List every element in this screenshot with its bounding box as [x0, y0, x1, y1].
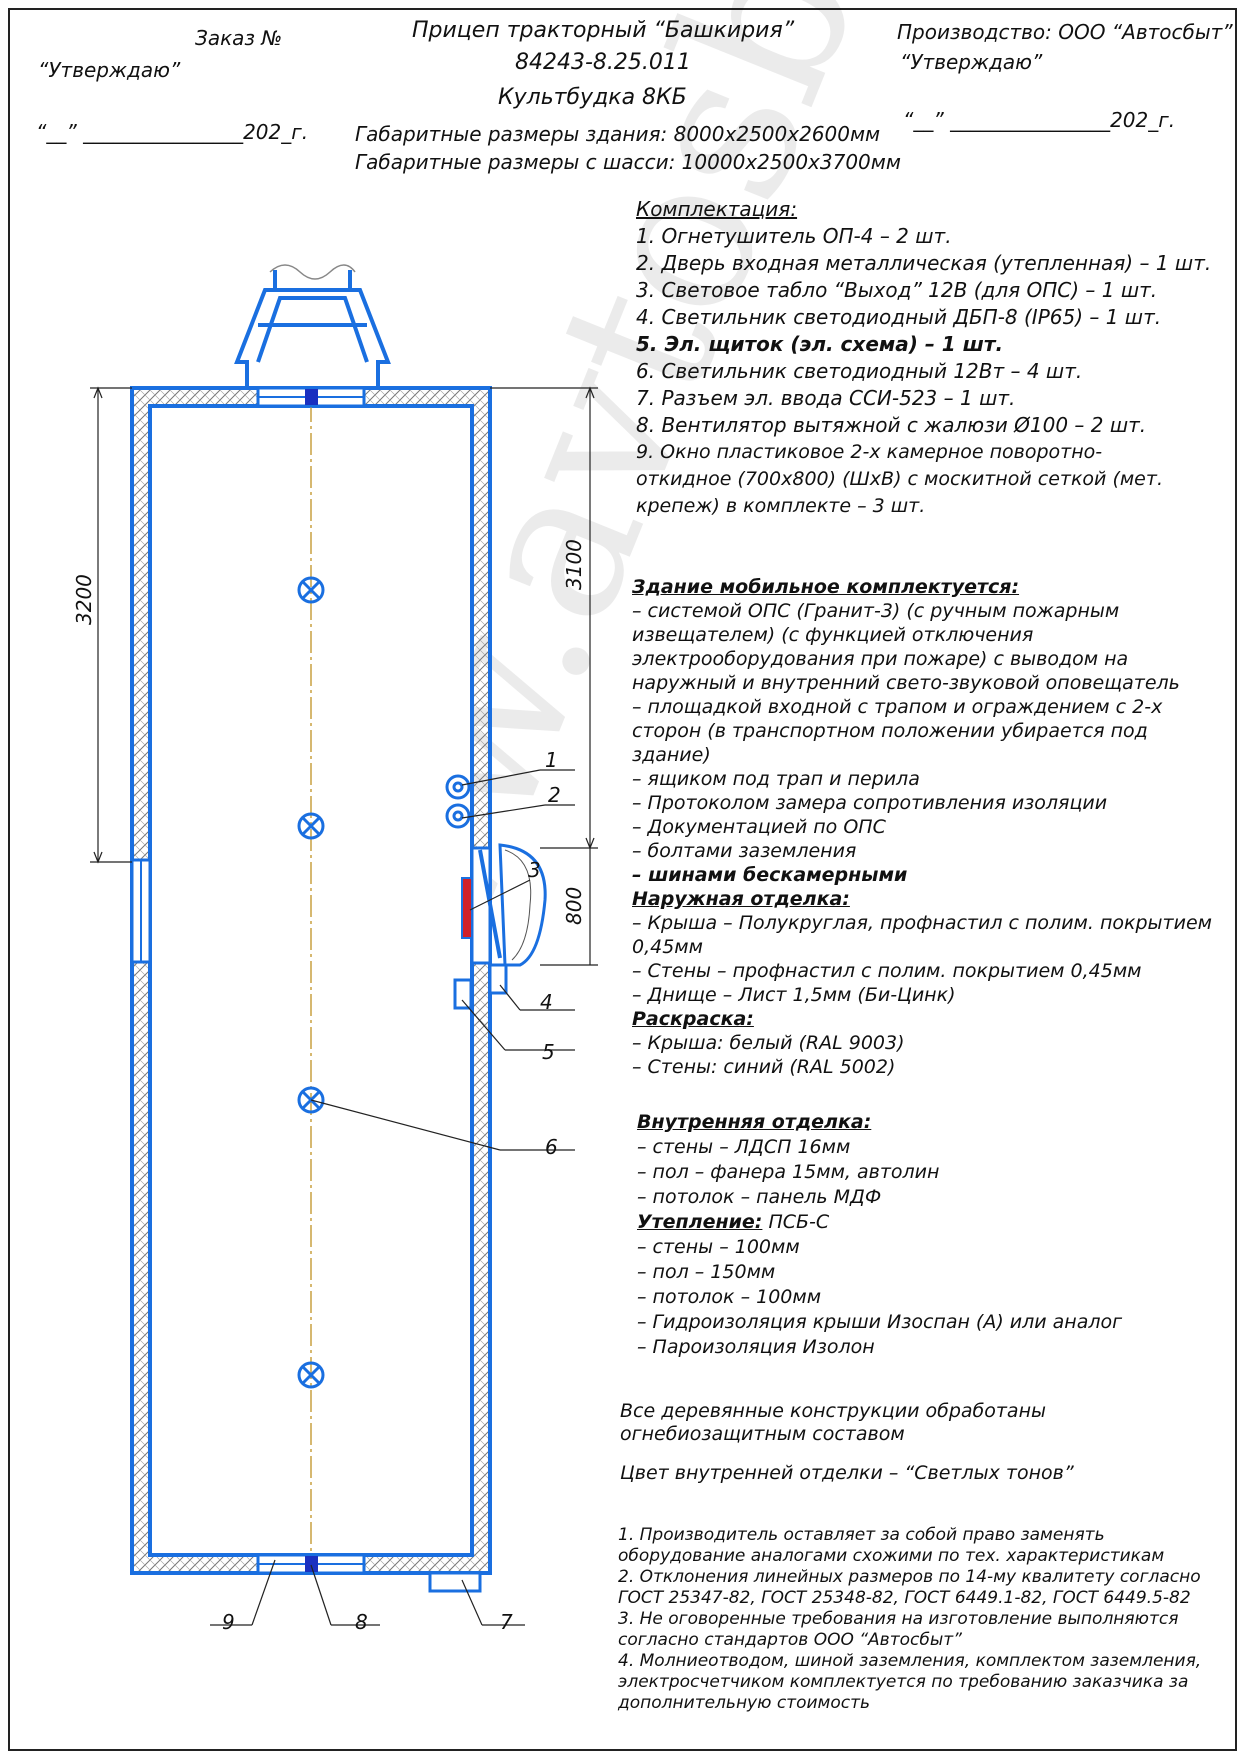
- interior-item: – стены – ЛДСП 16мм: [637, 1136, 851, 1158]
- callout-1: 1: [545, 748, 558, 772]
- callout-2: 2: [548, 783, 561, 807]
- exit-sign: [461, 877, 473, 939]
- building-item: – ящиком под трап и перила: [632, 768, 920, 790]
- building-item: – Документацией по ОПС: [632, 816, 886, 838]
- drawbar: [234, 270, 391, 388]
- drawbar-break: [269, 264, 356, 280]
- insulation-item: – Гидроизоляция крыши Изоспан (А) или ан…: [637, 1311, 1123, 1333]
- lamp-icon: [297, 812, 325, 840]
- interior-item: – пол – фанера 15мм, автолин: [637, 1161, 940, 1183]
- exterior-item: – Стены – профнастил с полим. покрытием …: [632, 960, 1142, 982]
- remark-wood: Все деревянные конструкции обработаны ог…: [620, 1400, 1046, 1445]
- dimension-door: 800: [562, 886, 586, 925]
- callout-9: 9: [222, 1610, 235, 1634]
- note-item: 2. Отклонения линейных размеров по 14-му…: [618, 1567, 1201, 1608]
- note-item: 1. Производитель оставляет за собой прав…: [618, 1525, 1165, 1566]
- dims-chassis: Габаритные размеры с шасси: 10000x2500x3…: [355, 150, 901, 174]
- equipment-item: 9. Окно пластиковое 2-х камерное поворот…: [636, 441, 1163, 517]
- interior-list: Внутренняя отделка: – стены – ЛДСП 16мм …: [637, 1110, 1157, 1360]
- date-right: “__” ________________202_г.: [903, 108, 1176, 132]
- insulation-item: – пол – 150мм: [637, 1261, 776, 1283]
- building-item: – болтами заземления: [632, 840, 857, 862]
- leader-lines: [210, 769, 575, 1626]
- extinguisher-icon: [445, 774, 471, 829]
- exterior-heading: Наружная отделка:: [632, 888, 850, 910]
- building-item: – площадкой входной с трапом и ограждени…: [632, 696, 1163, 766]
- building-list: Здание мобильное комплектуется: – систем…: [632, 575, 1232, 1079]
- callout-4: 4: [540, 990, 553, 1014]
- building-heading: Здание мобильное комплектуется:: [632, 576, 1020, 598]
- equipment-item: 4. Светильник светодиодный ДБП-8 (IP65) …: [636, 305, 1162, 329]
- vent-bottom: [305, 1556, 318, 1572]
- window-left: [130, 858, 152, 964]
- insulation-item: – потолок – 100мм: [637, 1286, 822, 1308]
- lamp-icon: [297, 1361, 325, 1389]
- interior-heading: Внутренняя отделка:: [637, 1111, 872, 1133]
- equipment-item: 5. Эл. щиток (эл. схема) – 1 шт.: [636, 332, 1004, 356]
- note-item: 4. Молниеотводом, шиной заземления, комп…: [618, 1651, 1202, 1713]
- remark-color: Цвет внутренней отделки – “Светлых тонов…: [620, 1462, 1074, 1484]
- building-item: – Протоколом замера сопротивления изоляц…: [632, 792, 1108, 814]
- title-line1: Прицеп тракторный “Башкирия”: [412, 18, 795, 43]
- title-line3: Культбудка 8КБ: [498, 85, 687, 110]
- callout-5: 5: [542, 1040, 555, 1064]
- equipment-list: Комплектация: 1. Огнетушитель ОП-4 – 2 ш…: [636, 196, 1212, 520]
- equipment-item: 6. Светильник светодиодный 12Вт – 4 шт.: [636, 359, 1083, 383]
- order-label: Заказ №: [195, 26, 283, 50]
- drawing-frame: [8, 8, 1237, 1751]
- insulation-item: – Пароизоляция Изолон: [637, 1336, 875, 1358]
- paint-heading: Раскраска:: [632, 1008, 754, 1030]
- paint-item: – Крыша: белый (RAL 9003): [632, 1032, 905, 1054]
- callout-6: 6: [545, 1135, 558, 1159]
- equipment-item: 8. Вентилятор вытяжной с жалюзи Ø100 – 2…: [636, 413, 1147, 437]
- insulation-material: ПСБ-С: [762, 1211, 830, 1233]
- dimension-left: 3200: [72, 574, 96, 625]
- insulation-heading: Утепление:: [637, 1211, 763, 1233]
- equipment-item: 1. Огнетушитель ОП-4 – 2 шт.: [636, 224, 952, 248]
- approve-left: “Утверждаю”: [38, 58, 181, 82]
- date-left: “__” ________________202_г.: [36, 120, 309, 144]
- building-item: – системой ОПС (Гранит-3) (с ручным пожа…: [632, 600, 1180, 694]
- equipment-item: 2. Дверь входная металлическая (утепленн…: [636, 251, 1212, 275]
- dimension-lines: [90, 386, 598, 966]
- equipment-item: 7. Разъем эл. ввода ССИ-523 – 1 шт.: [636, 386, 1016, 410]
- callout-7: 7: [500, 1610, 513, 1634]
- paint-item: – Стены: синий (RAL 5002): [632, 1056, 896, 1078]
- dimension-right: 3100: [562, 539, 586, 590]
- insulation-item: – стены – 100мм: [637, 1236, 800, 1258]
- notes: 1. Производитель оставляет за собой прав…: [618, 1525, 1218, 1714]
- note-item: 3. Не оговоренные требования на изготовл…: [618, 1609, 1179, 1650]
- callout-3: 3: [528, 858, 541, 882]
- title-line2: 84243-8.25.011: [515, 50, 691, 75]
- electric-panel: [453, 978, 473, 1010]
- entrance-door: [470, 843, 547, 967]
- dims-building: Габаритные размеры здания: 8000x2500x260…: [355, 122, 881, 146]
- exterior-item: – Днище – Лист 1,5мм (Би-Цинк): [632, 984, 956, 1006]
- vent-top: [305, 389, 318, 405]
- equipment-item: 3. Световое табло “Выход” 12В (для ОПС) …: [636, 278, 1158, 302]
- approve-right: “Утверждаю”: [900, 50, 1043, 74]
- lamp-icon: [297, 576, 325, 604]
- equipment-heading: Комплектация:: [636, 197, 798, 221]
- producer: Производство: ООО “Автосбыт”: [897, 20, 1233, 44]
- building-item: – шинами бескамерными: [632, 864, 908, 886]
- callout-8: 8: [355, 1610, 368, 1634]
- exterior-item: – Крыша – Полукруглая, профнастил с поли…: [632, 912, 1212, 958]
- interior-item: – потолок – панель МДФ: [637, 1186, 882, 1208]
- led-lamp-outdoor: [488, 963, 508, 995]
- power-socket: [428, 1571, 482, 1593]
